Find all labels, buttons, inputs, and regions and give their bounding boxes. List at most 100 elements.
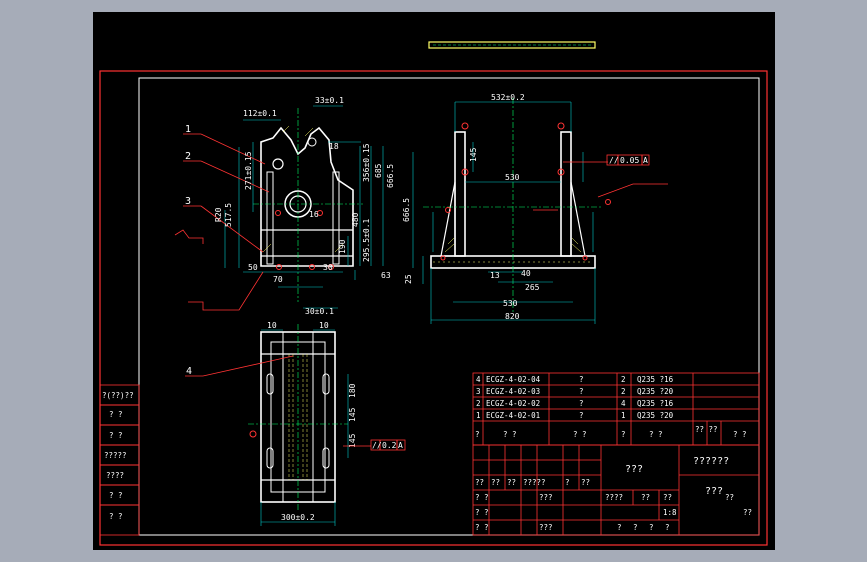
dim-530b: 530 [503, 299, 518, 308]
bom-cell-name: ? [579, 387, 584, 396]
tolerance-1-datum: A [643, 156, 648, 165]
dim-30: 30 [323, 263, 333, 272]
bom-cell-code: ECGZ-4-02-03 [486, 387, 540, 396]
bom-cell-no: 3 [476, 387, 481, 396]
bom-header-cell: ?? ?? [695, 425, 718, 434]
dim-18: 18 [329, 142, 339, 151]
dim-30-01: 30±0.1 [305, 307, 334, 316]
bom-cell-material: Q235 ?20 [637, 411, 674, 420]
bom-cell-qty: 2 [621, 375, 626, 384]
callout-1: 1 [185, 124, 191, 135]
dim-13: 13 [490, 271, 500, 280]
dim-685: 685 [374, 163, 383, 178]
tolerance-2-value: 0.2 [382, 441, 397, 450]
callout-2: 2 [185, 151, 191, 162]
dim-666: 666.5 [386, 164, 395, 188]
callout-3: 3 [185, 196, 191, 207]
bom-cell-no: 2 [476, 399, 481, 408]
title-cell: ? ? [475, 523, 489, 532]
title-cell: ?? [581, 478, 590, 487]
dim-70: 70 [273, 275, 283, 284]
dim-145-plan: 145 [348, 407, 357, 422]
dim-517: 517.5 [224, 203, 233, 227]
side-strip-label: ? ? [109, 410, 123, 419]
title-cell: ?? [725, 493, 734, 502]
dim-33: 33±0.1 [315, 96, 344, 105]
title-cell: ? [565, 478, 570, 487]
bom-cell-code: ECGZ-4-02-02 [486, 399, 540, 408]
title-sheet-2: ? [633, 523, 638, 532]
dim-r20: R20 [214, 207, 223, 222]
bom-cell-code: ECGZ-4-02-04 [486, 375, 541, 384]
inner-frame [138, 77, 760, 536]
side-strip-label: ? ? [109, 491, 123, 500]
dim-356: 356±0.15 [362, 143, 371, 182]
tolerance-2-datum: A [398, 441, 403, 450]
dim-190: 190 [338, 239, 347, 254]
cad-drawing: ?(??)?? ? ? ? ? ????? ???? ? ? ? ? [99, 41, 768, 546]
side-strip-label: ????? [104, 451, 127, 460]
dim-50: 50 [248, 263, 258, 272]
bom-cell-qty: 2 [621, 387, 626, 396]
dim-180: 180 [348, 383, 357, 398]
dim-10b: 10 [319, 321, 329, 330]
bom-header-cell: ? ? [733, 430, 747, 439]
side-strip: ?(??)?? ? ? ? ? ????? ???? ? ? ? ? [99, 384, 140, 536]
dim-820: 820 [505, 312, 520, 321]
dim-480: 480 [351, 212, 360, 227]
dim-300: 300±0.2 [281, 513, 315, 522]
title-scale-label: ???? [605, 493, 623, 502]
title-ratio: 1:8 [663, 508, 677, 517]
side-view: // 0.05 A 532±0.2 145 530 530 820 265 40… [402, 93, 668, 324]
title-cell: ? ? [475, 508, 489, 517]
dim-666-side: 666.5 [402, 198, 411, 222]
side-strip-label: ? ? [109, 431, 123, 440]
dim-532: 532±0.2 [491, 93, 525, 102]
title-cell: ?? [491, 478, 500, 487]
title-drawing-no: ??? [705, 486, 723, 497]
bom-cell-no: 4 [476, 375, 481, 384]
bom-cell-name: ? [579, 399, 584, 408]
bom-cell-qty: 1 [621, 411, 626, 420]
side-strip-label: ? ? [109, 512, 123, 521]
dim-63: 63 [381, 271, 391, 280]
dim-295: 295.5±0.1 [362, 218, 371, 262]
title-cell: ??? [539, 493, 553, 502]
bom-header-cell: ? ? [503, 430, 517, 439]
bom-header-cell: ? ? [649, 430, 663, 439]
side-strip-label: ?(??)?? [102, 391, 134, 400]
title-sheet-4: ? [665, 523, 670, 532]
bom-cell-material: Q235 ?16 [637, 399, 674, 408]
title-cell: ??? [539, 523, 553, 532]
title-cell: ?? [475, 478, 484, 487]
title-cell: ?? [507, 478, 516, 487]
bom-header-cell: ? ? [573, 430, 587, 439]
bom-header-cell: ? [475, 430, 480, 439]
bom-cell-material: Q235 ?20 [637, 387, 674, 396]
title-sheet-3: ? [649, 523, 654, 532]
title-sheet-1: ? [617, 523, 622, 532]
bom-cell-name: ? [579, 411, 584, 420]
title-name: ??? [625, 464, 643, 475]
view-toolbar-strip [428, 41, 596, 49]
dim-530a: 530 [505, 173, 520, 182]
dim-40: 40 [521, 269, 531, 278]
tolerance-frame-1 [606, 154, 650, 166]
title-scale-1: ?? [641, 493, 650, 502]
callout-4: 4 [186, 366, 192, 377]
dim-10a: 10 [267, 321, 277, 330]
dim-25: 25 [404, 274, 413, 284]
title-scale-2: ?? [663, 493, 672, 502]
dim-145b-plan: 145 [348, 433, 357, 448]
bom-cell-qty: 4 [621, 399, 626, 408]
cad-viewport[interactable]: ?(??)?? ? ? ? ? ????? ???? ? ? ? ? [93, 12, 775, 550]
outer-frame [99, 70, 768, 546]
tolerance-1-value: 0.05 [620, 156, 639, 165]
title-block: ??? ?????? ??? ???? ?? ?? 1:8 ? ? ? ? ??… [472, 444, 760, 536]
title-cell: ?? [743, 508, 752, 517]
dim-271: 271±0.15 [244, 151, 253, 190]
title-cell: ????? [523, 478, 546, 487]
tolerance-2-symbol: // [372, 441, 382, 450]
bom-cell-name: ? [579, 375, 584, 384]
